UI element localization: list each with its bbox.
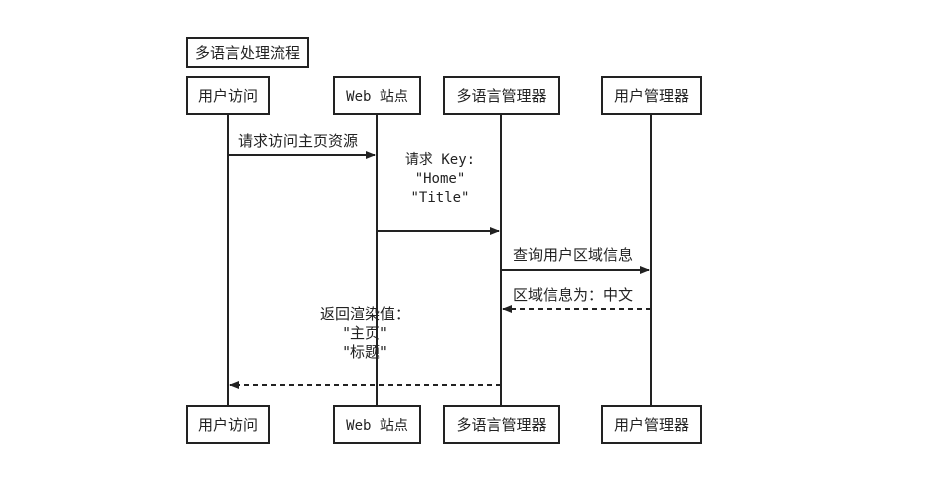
message-label-1: 请求访问主页资源 [238,132,358,151]
participant-top-web: Web 站点 [333,76,421,115]
participant-bottom-usermgr: 用户管理器 [601,405,702,444]
participant-bottom-user: 用户访问 [186,405,270,444]
participant-top-user: 用户访问 [186,76,270,115]
message-label-5-line-3: "标题" [343,343,387,361]
message-label-5-line-2: "主页" [343,324,387,342]
diagram-title: 多语言处理流程 [186,37,309,68]
message-label-5: 返回渲染值： "主页" "标题" [305,305,425,362]
message-label-4-line-1: 区域信息为：中文 [513,286,634,304]
message-label-3: 查询用户区域信息 [513,246,633,265]
message-label-3-line-1: 查询用户区域信息 [513,246,634,264]
participant-top-i18n: 多语言管理器 [443,76,560,115]
message-label-1-line-1: 请求访问主页资源 [238,132,359,150]
message-label-5-line-1: 返回渲染值： [319,305,410,323]
participant-bottom-web: Web 站点 [333,405,421,444]
message-label-4: 区域信息为：中文 [513,286,633,305]
participant-bottom-i18n: 多语言管理器 [443,405,560,444]
participant-top-usermgr: 用户管理器 [601,76,702,115]
message-label-2-line-3: "Title" [410,190,470,206]
message-label-2-line-2: "Home" [414,171,466,187]
message-label-2: 请求 Key: "Home" "Title" [380,151,500,208]
message-label-2-line-1: 请求 Key: [404,152,476,168]
